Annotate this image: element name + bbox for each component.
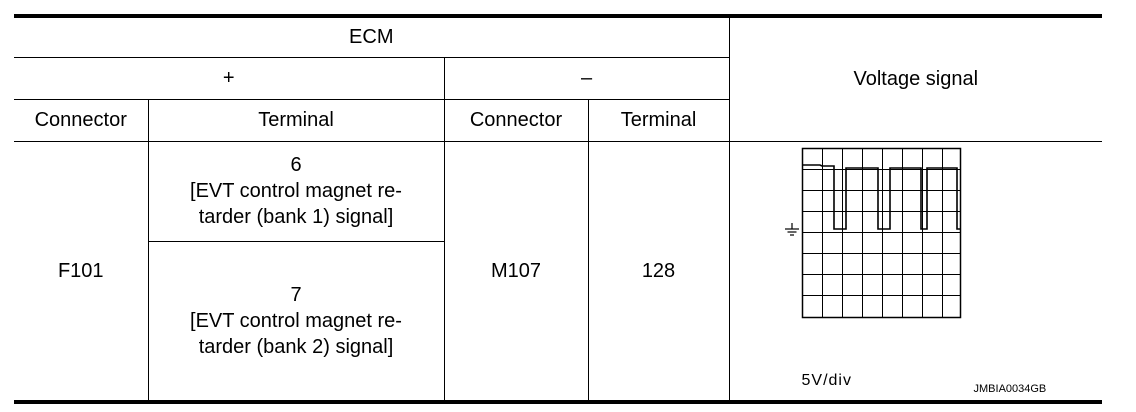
connector-minus-value: M107	[443, 140, 589, 402]
ground-icon	[784, 222, 799, 236]
oscilloscope-waveform-svg	[784, 147, 961, 318]
connector-minus-header: Connector	[443, 98, 589, 142]
figure-code-label: JMBIA0034GB	[973, 382, 1047, 395]
terminal-6-desc-line1: [EVT control magnet re-	[190, 180, 402, 203]
terminal-minus-value: 128	[587, 140, 730, 402]
terminal-7-desc-line2: tarder (bank 2) signal]	[198, 335, 394, 358]
plus-header: +	[14, 56, 445, 100]
voltage-signal-header: Voltage signal	[728, 15, 1103, 142]
terminal-7-cell: 7 [EVT control magnet re- tarder (bank 2…	[148, 241, 445, 402]
terminal-7-number: 7	[290, 283, 302, 306]
terminal-6-cell: 6 [EVT control magnet re- tarder (bank 1…	[147, 140, 445, 243]
terminal-7-desc-line1: [EVT control magnet re-	[190, 309, 402, 332]
voltage-waveform	[801, 163, 961, 230]
oscilloscope-figure: 5V/div JMBIA0034GB	[730, 142, 1088, 400]
ecm-terminal-table: ECM Voltage signal + – Connector Termina…	[14, 14, 1103, 404]
terminal-6-desc-line2: tarder (bank 1) signal]	[198, 206, 394, 229]
minus-header: –	[443, 56, 730, 100]
connector-plus-header: Connector	[14, 98, 149, 142]
terminal-6-number: 6	[290, 154, 302, 177]
connector-plus-value: F101	[14, 140, 149, 402]
terminal-plus-header: Terminal	[147, 98, 445, 142]
oscilloscope-scale-label: 5V/div	[801, 371, 852, 389]
oscilloscope-grid	[801, 147, 961, 318]
connector-spec-frame: ECM Voltage signal + – Connector Termina…	[14, 14, 1103, 404]
voltage-signal-cell: 5V/div JMBIA0034GB	[728, 140, 1103, 402]
terminal-minus-header: Terminal	[587, 98, 730, 142]
ecm-header: ECM	[14, 15, 730, 58]
